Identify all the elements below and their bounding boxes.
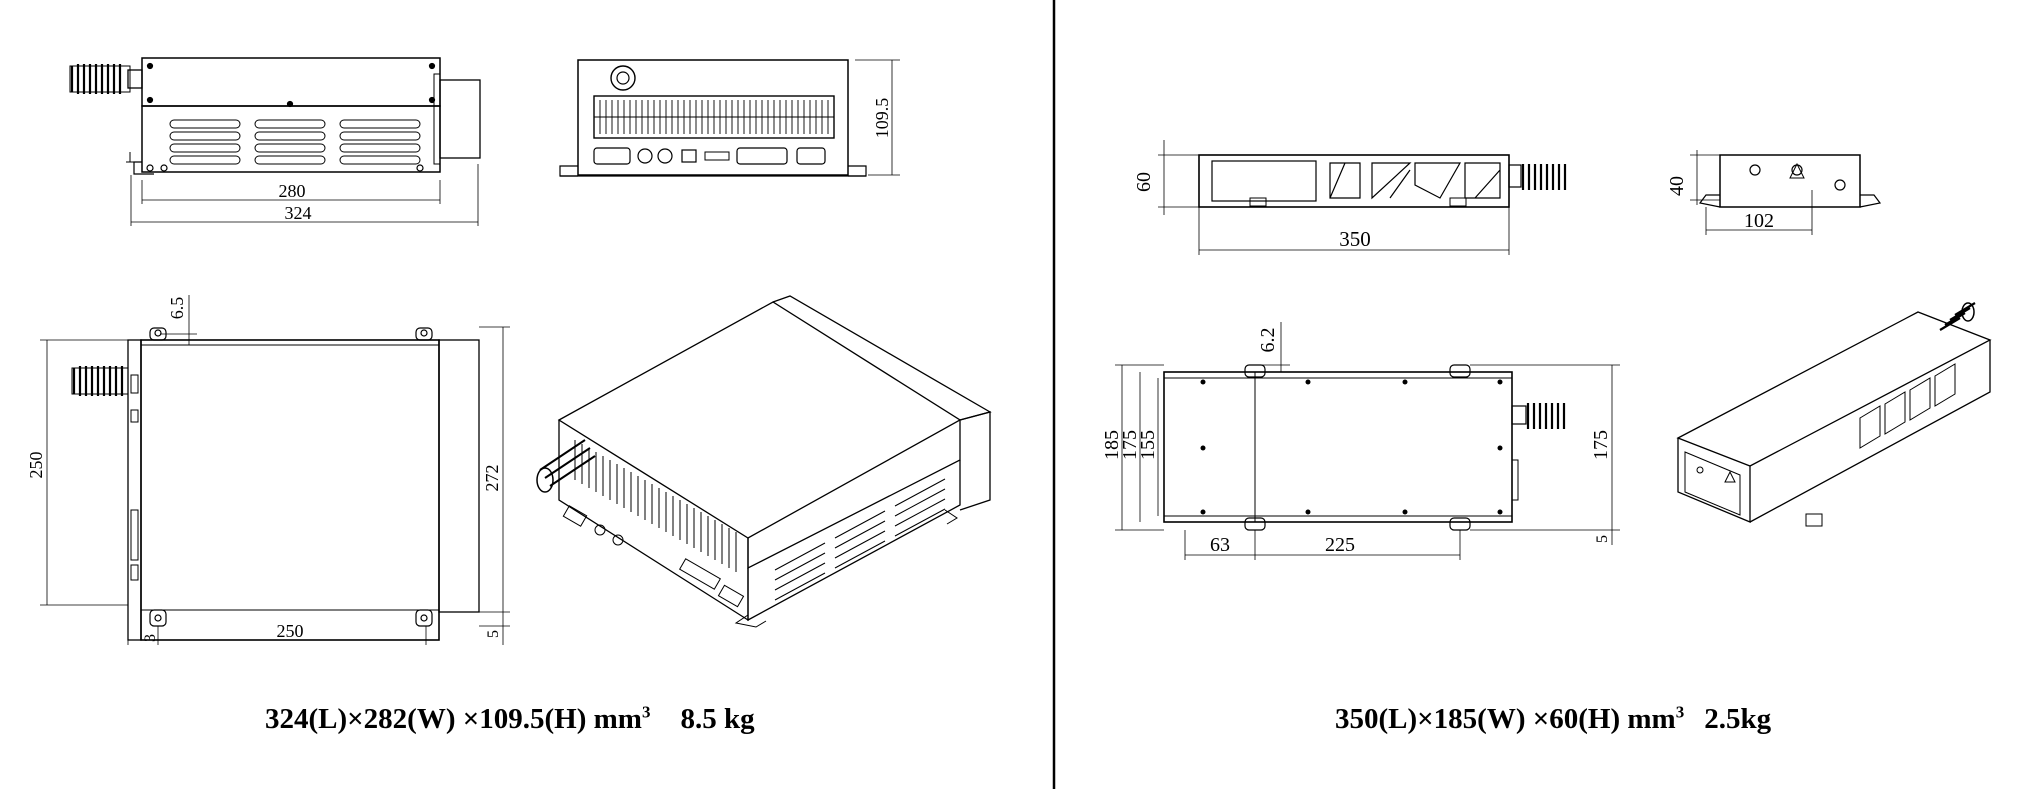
dim-plan-outer: 185 — [1101, 430, 1123, 460]
dim-plan-offset-r: 6.2 — [1257, 328, 1279, 353]
cable-connector-icon — [69, 64, 143, 94]
right-iso-view — [1676, 302, 1992, 527]
dim-plan-right-height: 175 — [1590, 430, 1612, 460]
right-end-view: 40 102 — [1666, 150, 1882, 235]
dim-end-width: 102 — [1744, 210, 1774, 232]
right-side-view: 60 350 — [1133, 140, 1567, 255]
right-caption-weight: 2.5kg — [1704, 703, 1772, 735]
dim-top-outer-width: 324 — [285, 203, 312, 223]
cable-connector-icon — [1939, 302, 1976, 331]
left-front-view: 109.5 — [559, 59, 900, 177]
left-caption-weight: 8.5 kg — [680, 703, 755, 735]
dim-plan-a: 63 — [1210, 534, 1230, 556]
left-iso-view — [536, 295, 992, 628]
cable-connector-icon — [71, 366, 129, 396]
dim-side-length: 350 — [1339, 227, 1371, 251]
left-caption: 324(L)×282(W) ×109.5(H) mm3 8.5 kg — [265, 703, 755, 736]
right-plan-view: 6.2 185 175 155 175 5 63 225 — [1101, 322, 1620, 560]
right-caption: 350(L)×185(W) ×60(H) mm3 2.5kg — [1335, 703, 1771, 736]
dim-plan-mid: 175 — [1119, 430, 1141, 460]
dim-plan-edge-r: 5 — [1594, 535, 1611, 543]
dim-top-inner-width: 280 — [279, 181, 306, 201]
left-plan-view: 6.5 250 272 5 3 250 — [26, 295, 510, 645]
dim-plan-width: 250 — [277, 621, 304, 641]
dim-end-height: 40 — [1666, 176, 1688, 196]
left-top-view: 280 324 — [69, 57, 481, 226]
dim-plan-small: 3 — [142, 634, 159, 642]
dim-plan-edge: 5 — [485, 630, 502, 638]
cable-connector-icon — [1511, 403, 1566, 429]
dim-plan-total-depth: 272 — [482, 465, 502, 492]
cable-connector-icon — [536, 439, 596, 493]
dim-side-height: 60 — [1133, 172, 1155, 192]
left-caption-exponent: 3 — [641, 702, 651, 722]
dim-plan-offset: 6.5 — [167, 297, 187, 320]
dim-plan-depth: 250 — [26, 452, 46, 479]
right-caption-exponent: 3 — [1675, 702, 1685, 722]
dim-plan-b: 225 — [1325, 534, 1355, 556]
cable-connector-icon — [1508, 164, 1567, 190]
dim-front-height: 109.5 — [872, 98, 892, 139]
left-caption-size: 324(L)×282(W) ×109.5(H) mm — [265, 703, 642, 735]
right-caption-size: 350(L)×185(W) ×60(H) mm — [1335, 703, 1676, 735]
dim-plan-inner: 155 — [1137, 430, 1159, 460]
vent-slots — [169, 119, 421, 165]
